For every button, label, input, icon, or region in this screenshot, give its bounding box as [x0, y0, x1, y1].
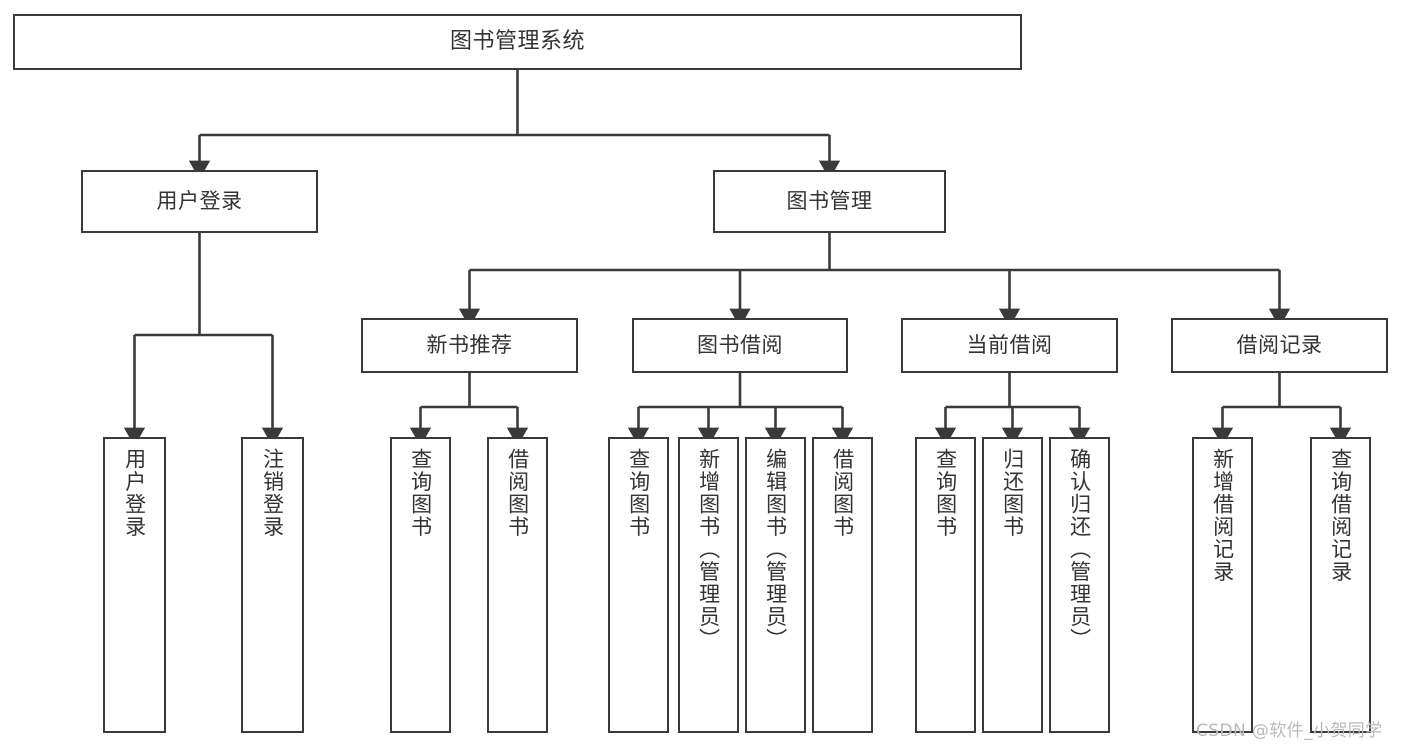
node-label: 借阅图书 [830, 448, 855, 538]
node-label: 归还图书 [1000, 448, 1025, 538]
node-label: 当前借阅 [966, 333, 1053, 358]
node-leaf-cb-return[interactable]: 归还图书 [982, 437, 1043, 733]
node-label: 新增图书（管理员） [696, 448, 721, 651]
node-current[interactable]: 当前借阅 [901, 318, 1118, 373]
node-label: 借阅图书 [505, 448, 530, 538]
node-label: 查询图书 [626, 448, 651, 538]
node-label: 编辑图书（管理员） [763, 448, 788, 651]
watermark-csdn: CSDN @软件_小贺同学 [1196, 721, 1383, 741]
node-leaf-rc-add[interactable]: 新增借阅记录 [1192, 437, 1253, 733]
node-borrow[interactable]: 图书借阅 [632, 318, 848, 373]
node-label: 注销登录 [260, 448, 285, 538]
node-label: 图书借阅 [697, 333, 783, 358]
node-label: 确认归还（管理员） [1067, 448, 1092, 651]
node-leaf-bw-edit[interactable]: 编辑图书（管理员） [745, 437, 806, 733]
node-label: 新增借阅记录 [1210, 448, 1235, 583]
node-label: 借阅记录 [1236, 333, 1323, 358]
node-leaf-bw-lend[interactable]: 借阅图书 [812, 437, 873, 733]
node-bookmgmt[interactable]: 图书管理 [713, 170, 946, 233]
node-root[interactable]: 图书管理系统 [13, 14, 1022, 70]
node-leaf-cb-query[interactable]: 查询图书 [915, 437, 976, 733]
node-label: 新书推荐 [426, 333, 513, 358]
node-leaf-nb-query[interactable]: 查询图书 [390, 437, 451, 733]
node-leaf-nb-borrow[interactable]: 借阅图书 [487, 437, 548, 733]
node-leaf-bw-query[interactable]: 查询图书 [608, 437, 669, 733]
node-login[interactable]: 用户登录 [81, 170, 318, 233]
node-label: 查询图书 [408, 448, 433, 538]
node-newbook[interactable]: 新书推荐 [361, 318, 578, 373]
connector-group [123, 70, 1352, 447]
node-leaf-logout[interactable]: 注销登录 [241, 437, 304, 733]
node-label: 查询图书 [933, 448, 958, 538]
node-label: 图书管理系统 [449, 29, 585, 55]
node-leaf-cb-ok[interactable]: 确认归还（管理员） [1049, 437, 1110, 733]
node-label: 图书管理 [786, 189, 873, 214]
node-leaf-login[interactable]: 用户登录 [103, 437, 166, 733]
node-leaf-rc-query[interactable]: 查询借阅记录 [1310, 437, 1371, 733]
node-label: 用户登录 [122, 448, 147, 538]
node-label: 查询借阅记录 [1328, 448, 1353, 583]
node-leaf-bw-add[interactable]: 新增图书（管理员） [678, 437, 739, 733]
node-label: 用户登录 [156, 189, 243, 214]
node-records[interactable]: 借阅记录 [1171, 318, 1388, 373]
